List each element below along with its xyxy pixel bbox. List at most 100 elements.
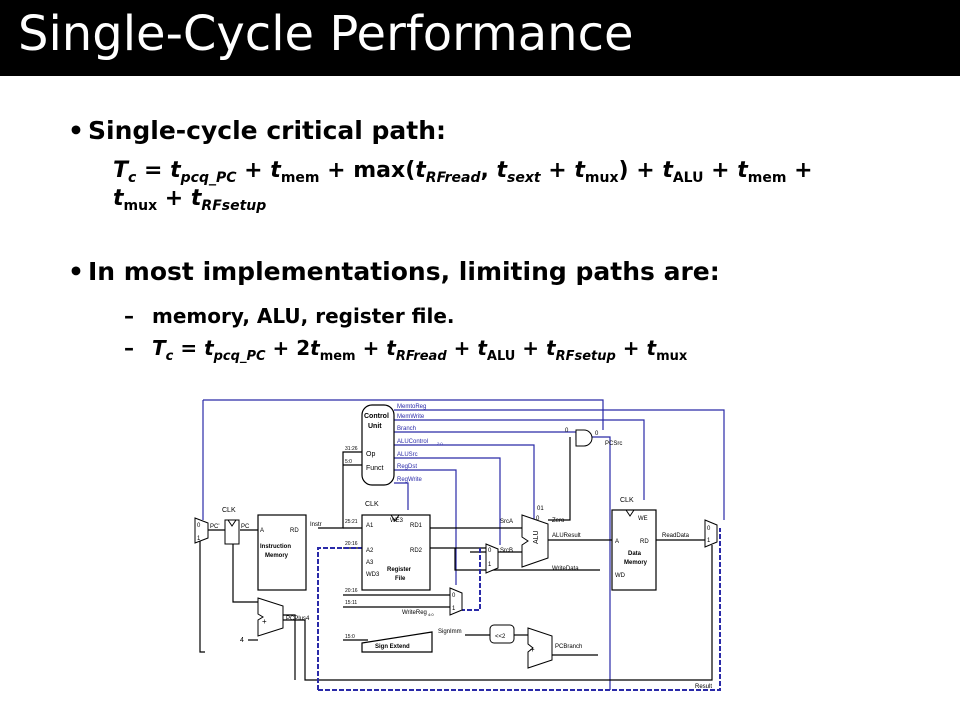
svg-text:ALUControl: ALUControl xyxy=(397,439,428,445)
bullet-text: Single-cycle critical path: xyxy=(88,116,447,145)
bullet-text: In most implementations, limiting paths … xyxy=(88,257,720,286)
svg-text:MemtoReg: MemtoReg xyxy=(397,404,426,410)
svg-text:Branch: Branch xyxy=(397,426,416,432)
data-wires xyxy=(199,437,713,681)
svg-text:RegWrite: RegWrite xyxy=(397,477,423,483)
svg-text:15:11: 15:11 xyxy=(345,600,357,606)
svg-text:MemWrite: MemWrite xyxy=(397,414,425,420)
svg-text:01: 01 xyxy=(537,506,544,512)
control-unit xyxy=(361,404,395,486)
dash-marker: – xyxy=(124,304,134,328)
svg-text:RD1: RD1 xyxy=(410,523,423,529)
critical-path-formula-line2: tmux + tRFsetup xyxy=(113,186,267,214)
svg-text:A: A xyxy=(615,539,619,545)
svg-text:0: 0 xyxy=(197,523,201,529)
sign-extend xyxy=(361,631,433,653)
svg-text:Result: Result xyxy=(695,684,712,690)
svg-text:PCBranch: PCBranch xyxy=(555,644,582,650)
shift-left-2 xyxy=(489,624,515,644)
svg-text:CLK: CLK xyxy=(222,507,236,514)
svg-text:RD2: RD2 xyxy=(410,548,423,554)
svg-text:25:21: 25:21 xyxy=(345,519,358,525)
sub-item-text: memory, ALU, register file. xyxy=(152,304,455,328)
svg-text:PCSrc: PCSrc xyxy=(605,441,622,447)
svg-text:0: 0 xyxy=(452,593,456,599)
sub-item-simplified-formula: – Tc = tpcq_PC + 2tmem + tRFread + tALU … xyxy=(124,336,688,364)
critical-path xyxy=(317,528,721,691)
svg-text:2:0: 2:0 xyxy=(437,441,443,446)
svg-text:SrcA: SrcA xyxy=(500,519,513,525)
and-gate xyxy=(575,429,593,447)
svg-text:WE3: WE3 xyxy=(390,518,404,524)
instruction-memory xyxy=(257,514,307,591)
pc-mux xyxy=(194,517,209,544)
svg-text:Memory: Memory xyxy=(624,560,648,566)
page-title: Single-Cycle Performance xyxy=(18,6,634,62)
svg-text:Instruction: Instruction xyxy=(260,544,291,550)
svg-text:File: File xyxy=(395,576,406,582)
svg-text:Register: Register xyxy=(387,567,412,573)
result-mux xyxy=(704,519,718,548)
svg-text:RD: RD xyxy=(290,528,299,534)
svg-text:SrcB: SrcB xyxy=(500,548,513,554)
svg-text:0: 0 xyxy=(565,428,569,434)
svg-text:Control: Control xyxy=(364,413,389,420)
svg-text:5:0: 5:0 xyxy=(345,459,352,465)
control-wires xyxy=(202,399,725,690)
svg-text:ReadData: ReadData xyxy=(662,533,690,539)
svg-text:WriteReg: WriteReg xyxy=(402,610,427,616)
data-memory xyxy=(611,509,657,591)
svg-text:1: 1 xyxy=(452,606,456,612)
svg-text:ALU: ALU xyxy=(533,530,540,544)
bullet-marker: • xyxy=(68,116,84,145)
svg-text:PCPlus4: PCPlus4 xyxy=(286,616,310,622)
svg-text:1: 1 xyxy=(488,562,492,568)
svg-text:1: 1 xyxy=(707,538,711,544)
svg-text:WriteData: WriteData xyxy=(552,566,579,572)
svg-text:15:0: 15:0 xyxy=(345,634,355,640)
svg-text:PC: PC xyxy=(241,524,250,530)
register-file xyxy=(361,514,431,591)
pcplus4-adder xyxy=(257,597,284,637)
svg-text:RD: RD xyxy=(640,539,649,545)
svg-text:31:26: 31:26 xyxy=(345,446,358,452)
svg-text:Data: Data xyxy=(628,551,642,557)
bullet-limiting-paths: • In most implementations, limiting path… xyxy=(68,257,720,286)
simplified-formula: Tc = tpcq_PC + 2tmem + tRFread + tALU + … xyxy=(152,336,688,364)
svg-text:0: 0 xyxy=(536,516,540,522)
pc-register xyxy=(224,519,240,545)
svg-text:A2: A2 xyxy=(366,548,374,554)
svg-text:A1: A1 xyxy=(366,523,374,529)
svg-text:A3: A3 xyxy=(366,560,374,566)
bullet-marker: • xyxy=(68,257,84,286)
svg-text:Funct: Funct xyxy=(366,465,384,472)
title-bar: Single-Cycle Performance xyxy=(0,0,960,76)
svg-text:20:16: 20:16 xyxy=(345,541,358,547)
critical-path-formula-line1: Tc = tpcq_PC + tmem + max(tRFread, tsext… xyxy=(113,158,813,186)
pcbranch-adder xyxy=(527,627,553,669)
svg-text:PC': PC' xyxy=(210,524,219,530)
svg-text:Zero: Zero xyxy=(552,518,565,524)
sub-item-components: – memory, ALU, register file. xyxy=(124,304,455,328)
svg-text:20:16: 20:16 xyxy=(345,588,358,594)
svg-text:ALUSrc: ALUSrc xyxy=(397,452,418,458)
svg-text:ALUResult: ALUResult xyxy=(552,533,581,539)
svg-text:Sign Extend: Sign Extend xyxy=(375,644,410,650)
svg-text:Unit: Unit xyxy=(368,423,382,430)
svg-text:<<2: <<2 xyxy=(495,634,506,640)
writereg-mux xyxy=(449,587,463,616)
svg-text:RegDst: RegDst xyxy=(397,464,417,470)
svg-text:WD: WD xyxy=(615,573,626,579)
svg-text:SignImm: SignImm xyxy=(438,629,462,635)
svg-text:0: 0 xyxy=(707,526,711,532)
svg-text:0: 0 xyxy=(488,548,492,554)
svg-text:0: 0 xyxy=(595,431,599,437)
srcb-mux xyxy=(485,543,499,574)
svg-text:Memory: Memory xyxy=(265,553,289,559)
svg-text:A: A xyxy=(260,528,264,534)
dash-marker: – xyxy=(124,336,134,360)
svg-text:+: + xyxy=(530,645,535,654)
svg-text:WE: WE xyxy=(638,516,648,522)
svg-text:1: 1 xyxy=(197,536,201,542)
